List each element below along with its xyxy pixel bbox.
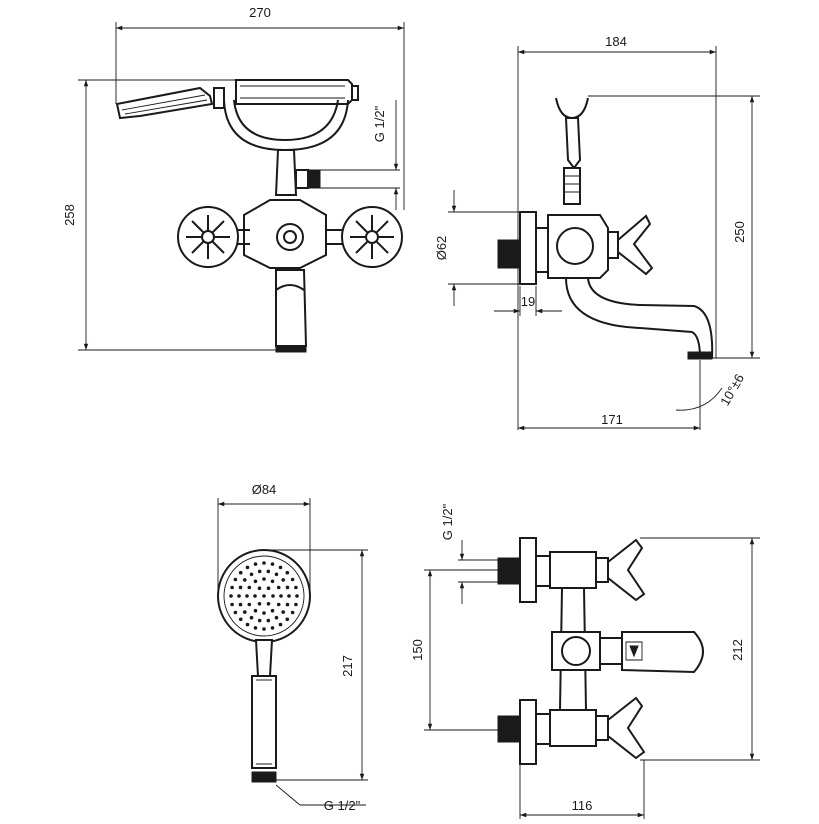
shower-nozzle [290, 610, 295, 615]
shower-nozzle [238, 617, 243, 622]
dim-side-height: 250 [732, 221, 747, 243]
dim-top-height: 212 [730, 639, 745, 661]
top-view-dimensions [424, 537, 760, 820]
shower-nozzle [266, 602, 271, 606]
dim-shower-diameter: Ø84 [252, 482, 277, 497]
shower-nozzle [295, 594, 299, 598]
front-view-dimensions [78, 22, 405, 351]
side-view-dimensions [448, 46, 760, 431]
shower-nozzle [257, 586, 262, 590]
shower-nozzle [229, 594, 233, 598]
shower-nozzle [266, 618, 271, 623]
shower-nozzle [278, 622, 283, 627]
dim-side-width: 184 [605, 34, 627, 49]
shower-nozzle [274, 615, 279, 620]
shower-nozzle [245, 594, 249, 598]
dim-top-width: 116 [572, 798, 593, 813]
dim-side-spout: 171 [601, 412, 623, 427]
shower-nozzle [276, 602, 281, 607]
shower-nozzle [266, 586, 271, 590]
shower-nozzle [238, 585, 243, 590]
shower-nozzle [247, 585, 252, 590]
shower-nozzle [262, 627, 266, 631]
shower-nozzle [257, 569, 262, 574]
shower-nozzle [230, 602, 234, 607]
shower-nozzle [285, 570, 290, 575]
top-view [497, 537, 704, 765]
shower-nozzle [238, 570, 243, 575]
shower-nozzle [270, 626, 275, 630]
shower-nozzle [281, 610, 286, 614]
shower-nozzle [243, 610, 247, 614]
shower-nozzle [238, 602, 243, 607]
dim-side-depth: 19 [521, 294, 535, 309]
dim-side-angle: 10°±6 [717, 371, 747, 408]
side-view [497, 97, 714, 360]
shower-nozzle [262, 561, 266, 565]
shower-nozzle [279, 594, 283, 598]
shower-nozzle [253, 626, 258, 630]
shower-nozzle [253, 562, 258, 566]
shower-nozzle [253, 579, 258, 584]
dim-front-thread: G 1/2" [372, 105, 387, 142]
hand-shower-view [217, 549, 311, 783]
dim-shower-thread: G 1/2" [324, 798, 361, 813]
dim-shower-length: 217 [340, 655, 355, 677]
shower-nozzle [247, 602, 252, 607]
shower-nozzle [230, 585, 234, 590]
shower-nozzle [274, 572, 279, 577]
shower-nozzle [287, 594, 291, 598]
shower-nozzle [276, 585, 281, 590]
dim-front-height: 258 [62, 204, 77, 226]
shower-nozzle [285, 585, 290, 590]
shower-nozzle [249, 572, 254, 577]
shower-nozzle [245, 565, 250, 570]
shower-nozzle [262, 594, 266, 598]
shower-nozzle [253, 594, 257, 598]
shower-nozzle [233, 577, 238, 582]
shower-nozzle [271, 594, 275, 598]
shower-nozzle [249, 615, 254, 620]
shower-nozzle [278, 565, 283, 570]
shower-nozzle [290, 577, 295, 582]
shower-nozzle [270, 562, 275, 566]
shower-nozzle [253, 608, 258, 613]
shower-nozzle [281, 578, 286, 582]
shower-nozzle [270, 608, 275, 613]
shower-nozzle [266, 569, 271, 574]
shower-nozzle [245, 622, 250, 627]
dim-front-width: 270 [249, 5, 271, 20]
shower-nozzle [237, 594, 241, 598]
shower-nozzle [233, 610, 238, 615]
shower-nozzle [294, 585, 298, 590]
dim-top-thread: G 1/2" [440, 503, 455, 540]
shower-nozzle [243, 578, 247, 582]
hand-shower-dimensions [217, 498, 368, 806]
dim-top-spacing: 150 [410, 639, 425, 661]
shower-nozzle [257, 602, 262, 606]
front-view [115, 79, 403, 353]
shower-nozzle [294, 602, 298, 607]
shower-nozzle [262, 577, 266, 581]
shower-nozzle [257, 618, 262, 623]
dim-side-diameter: Ø62 [434, 236, 449, 261]
shower-nozzle [262, 611, 266, 615]
shower-nozzle [285, 617, 290, 622]
shower-nozzle [270, 579, 275, 584]
shower-nozzle [285, 602, 290, 607]
